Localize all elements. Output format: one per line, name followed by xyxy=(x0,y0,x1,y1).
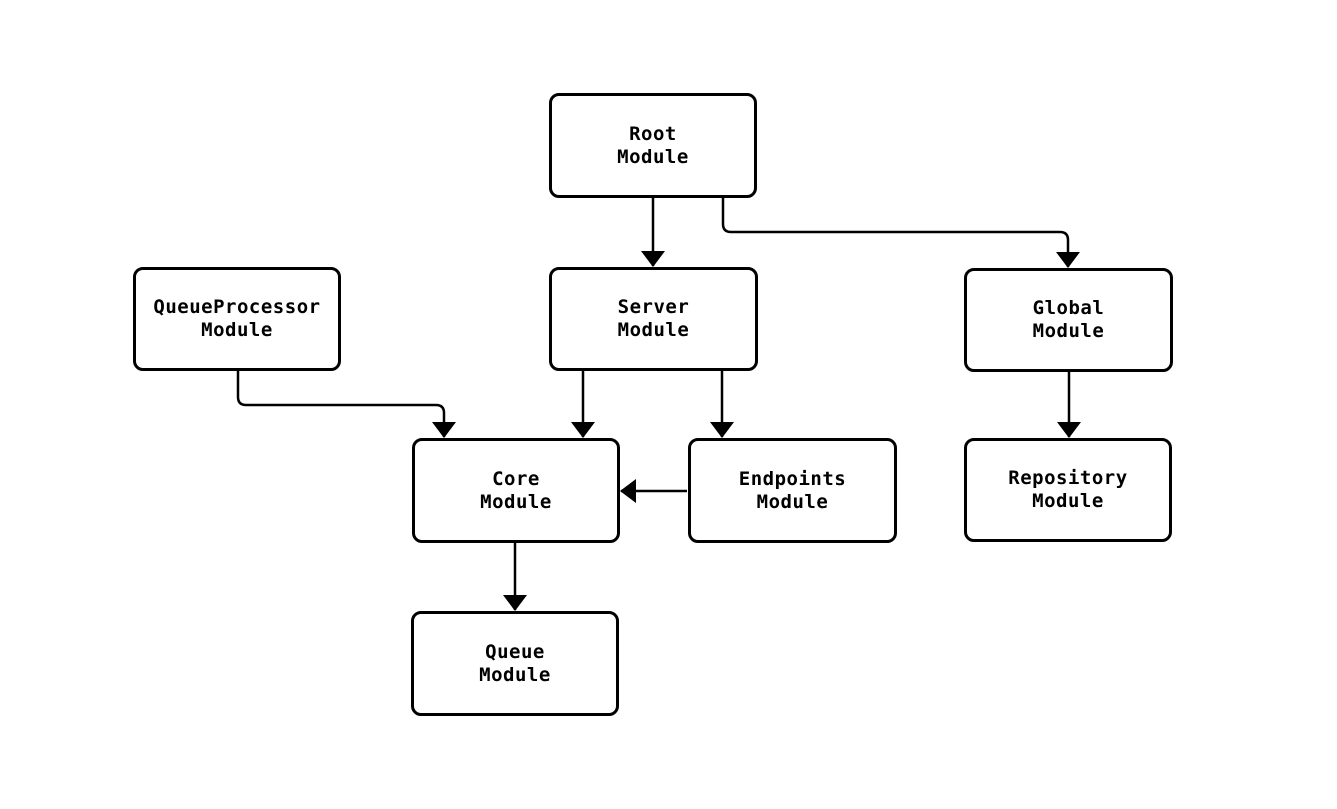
edge-root-to-global xyxy=(721,198,1080,268)
node-repository: Repository Module xyxy=(964,438,1172,542)
node-core: Core Module xyxy=(412,438,620,543)
node-queueprocessor: QueueProcessor Module xyxy=(133,267,341,371)
edges-group xyxy=(236,198,1081,611)
edge-queueprocessor-to-core xyxy=(236,371,456,438)
node-queue: Queue Module xyxy=(411,611,619,716)
node-global: Global Module xyxy=(964,268,1173,372)
node-root: Root Module xyxy=(549,93,757,198)
node-endpoints: Endpoints Module xyxy=(688,438,897,543)
node-server: Server Module xyxy=(549,267,758,371)
